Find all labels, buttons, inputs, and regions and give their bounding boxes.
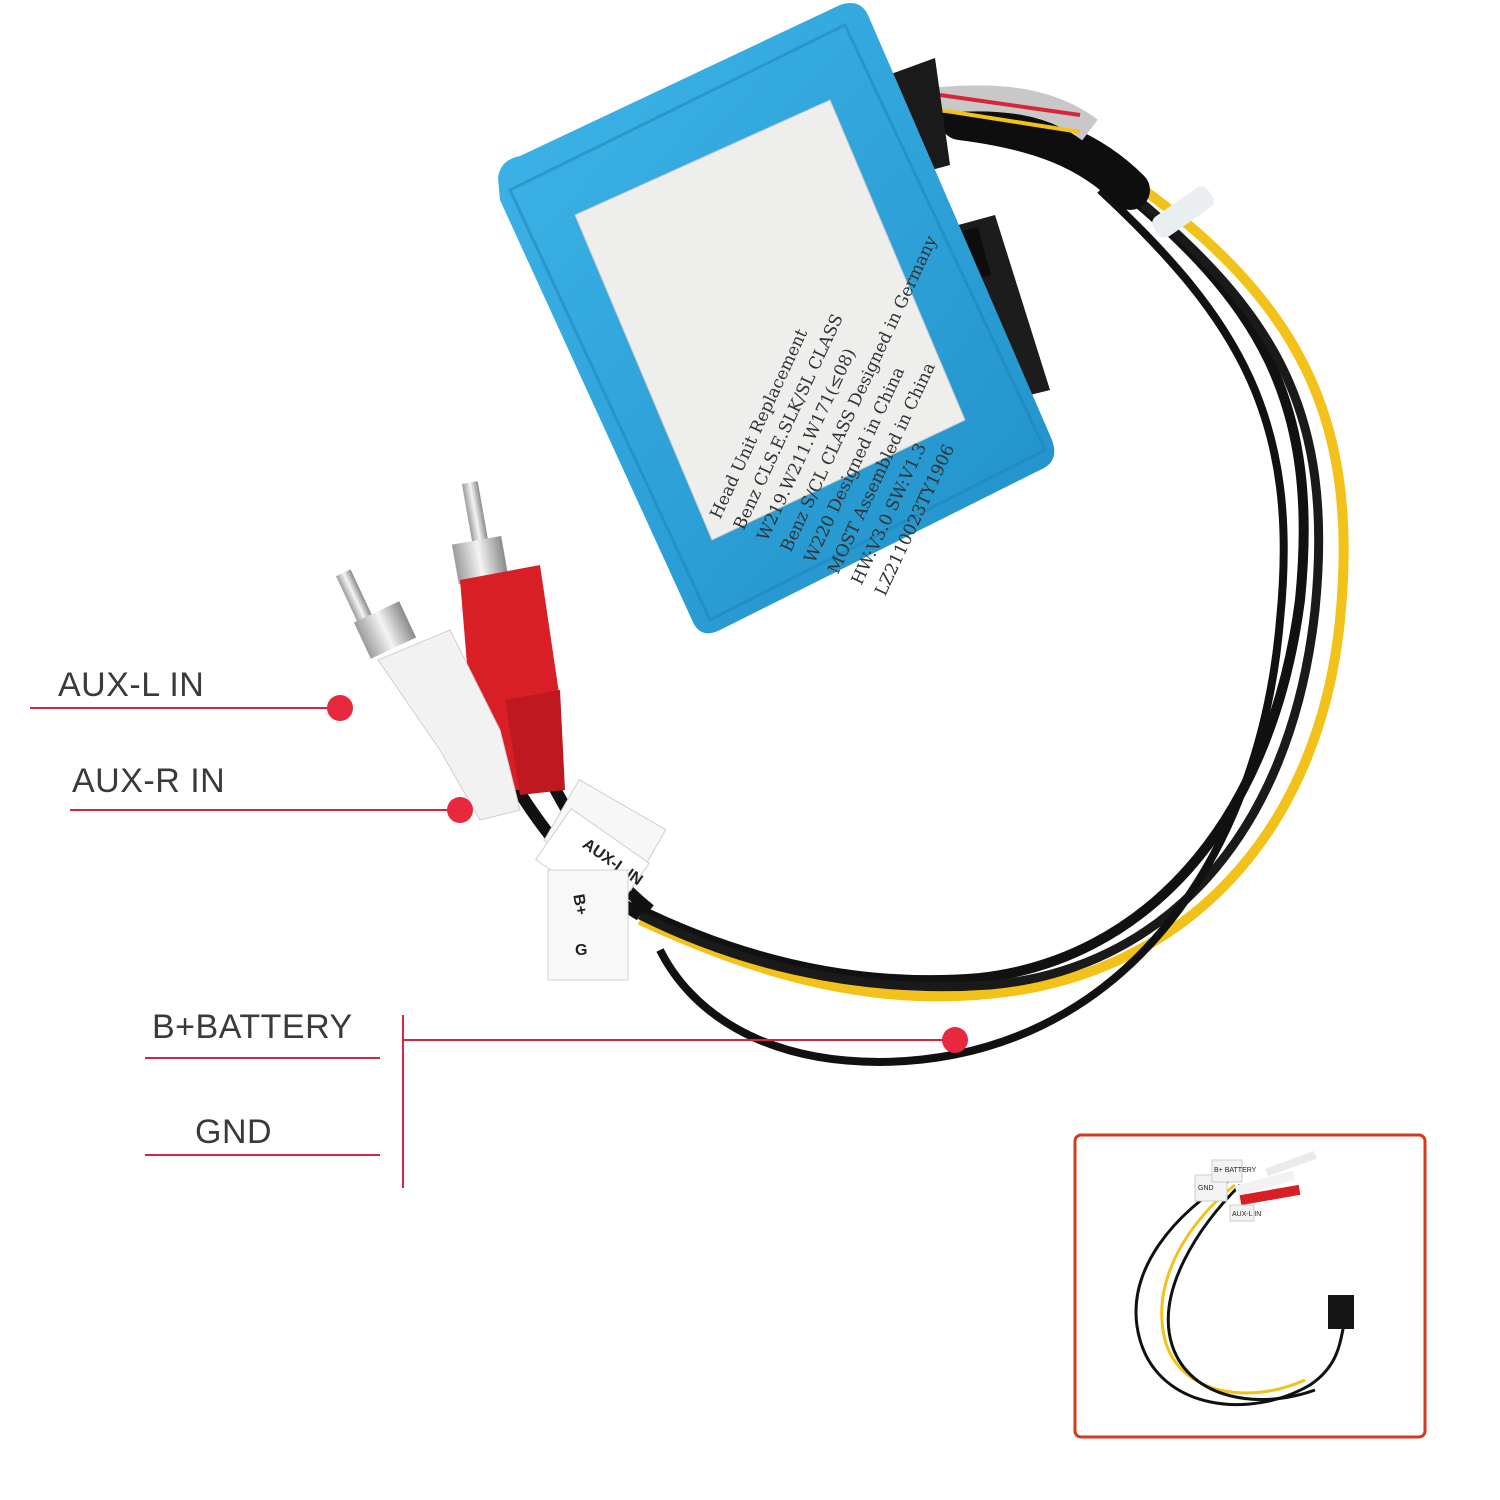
yellow-wire	[637, 175, 1349, 1002]
rca-white-plug	[336, 569, 521, 821]
label-gnd: GND	[195, 1113, 273, 1151]
svg-text:B+ BATTERY: B+ BATTERY	[1214, 1167, 1257, 1174]
callout-dot-battery	[942, 1027, 968, 1053]
svg-text:GND: GND	[1198, 1185, 1214, 1192]
cable-tie	[1152, 186, 1214, 238]
callout-dot-aux-l	[327, 695, 353, 721]
svg-text:G: G	[575, 942, 587, 959]
callout-lines	[30, 695, 968, 1188]
device-label	[574, 99, 966, 541]
inset-frame	[1073, 1133, 1427, 1439]
label-b-battery: B+BATTERY	[152, 1008, 353, 1046]
black-wire-1	[627, 176, 1309, 986]
black-wire-gnd	[656, 187, 1288, 1067]
callout-dot-aux-r	[447, 797, 473, 823]
cable-tags: AUX-L IN B+ G	[535, 779, 667, 981]
svg-text:AUX-L IN: AUX-L IN	[1232, 1211, 1261, 1218]
label-aux-l-in: AUX-L IN	[58, 666, 205, 704]
svg-text:B+: B+	[569, 893, 589, 917]
black-wire-2	[637, 181, 1324, 992]
heat-shrink	[940, 100, 1150, 210]
label-aux-r-in: AUX-R IN	[72, 762, 226, 800]
interface-module: Head Unit Replacement Benz CLS.E.SLK/SL …	[498, 2, 1055, 634]
inset-photo: GND B+ BATTERY AUX-L IN	[1073, 1133, 1427, 1439]
